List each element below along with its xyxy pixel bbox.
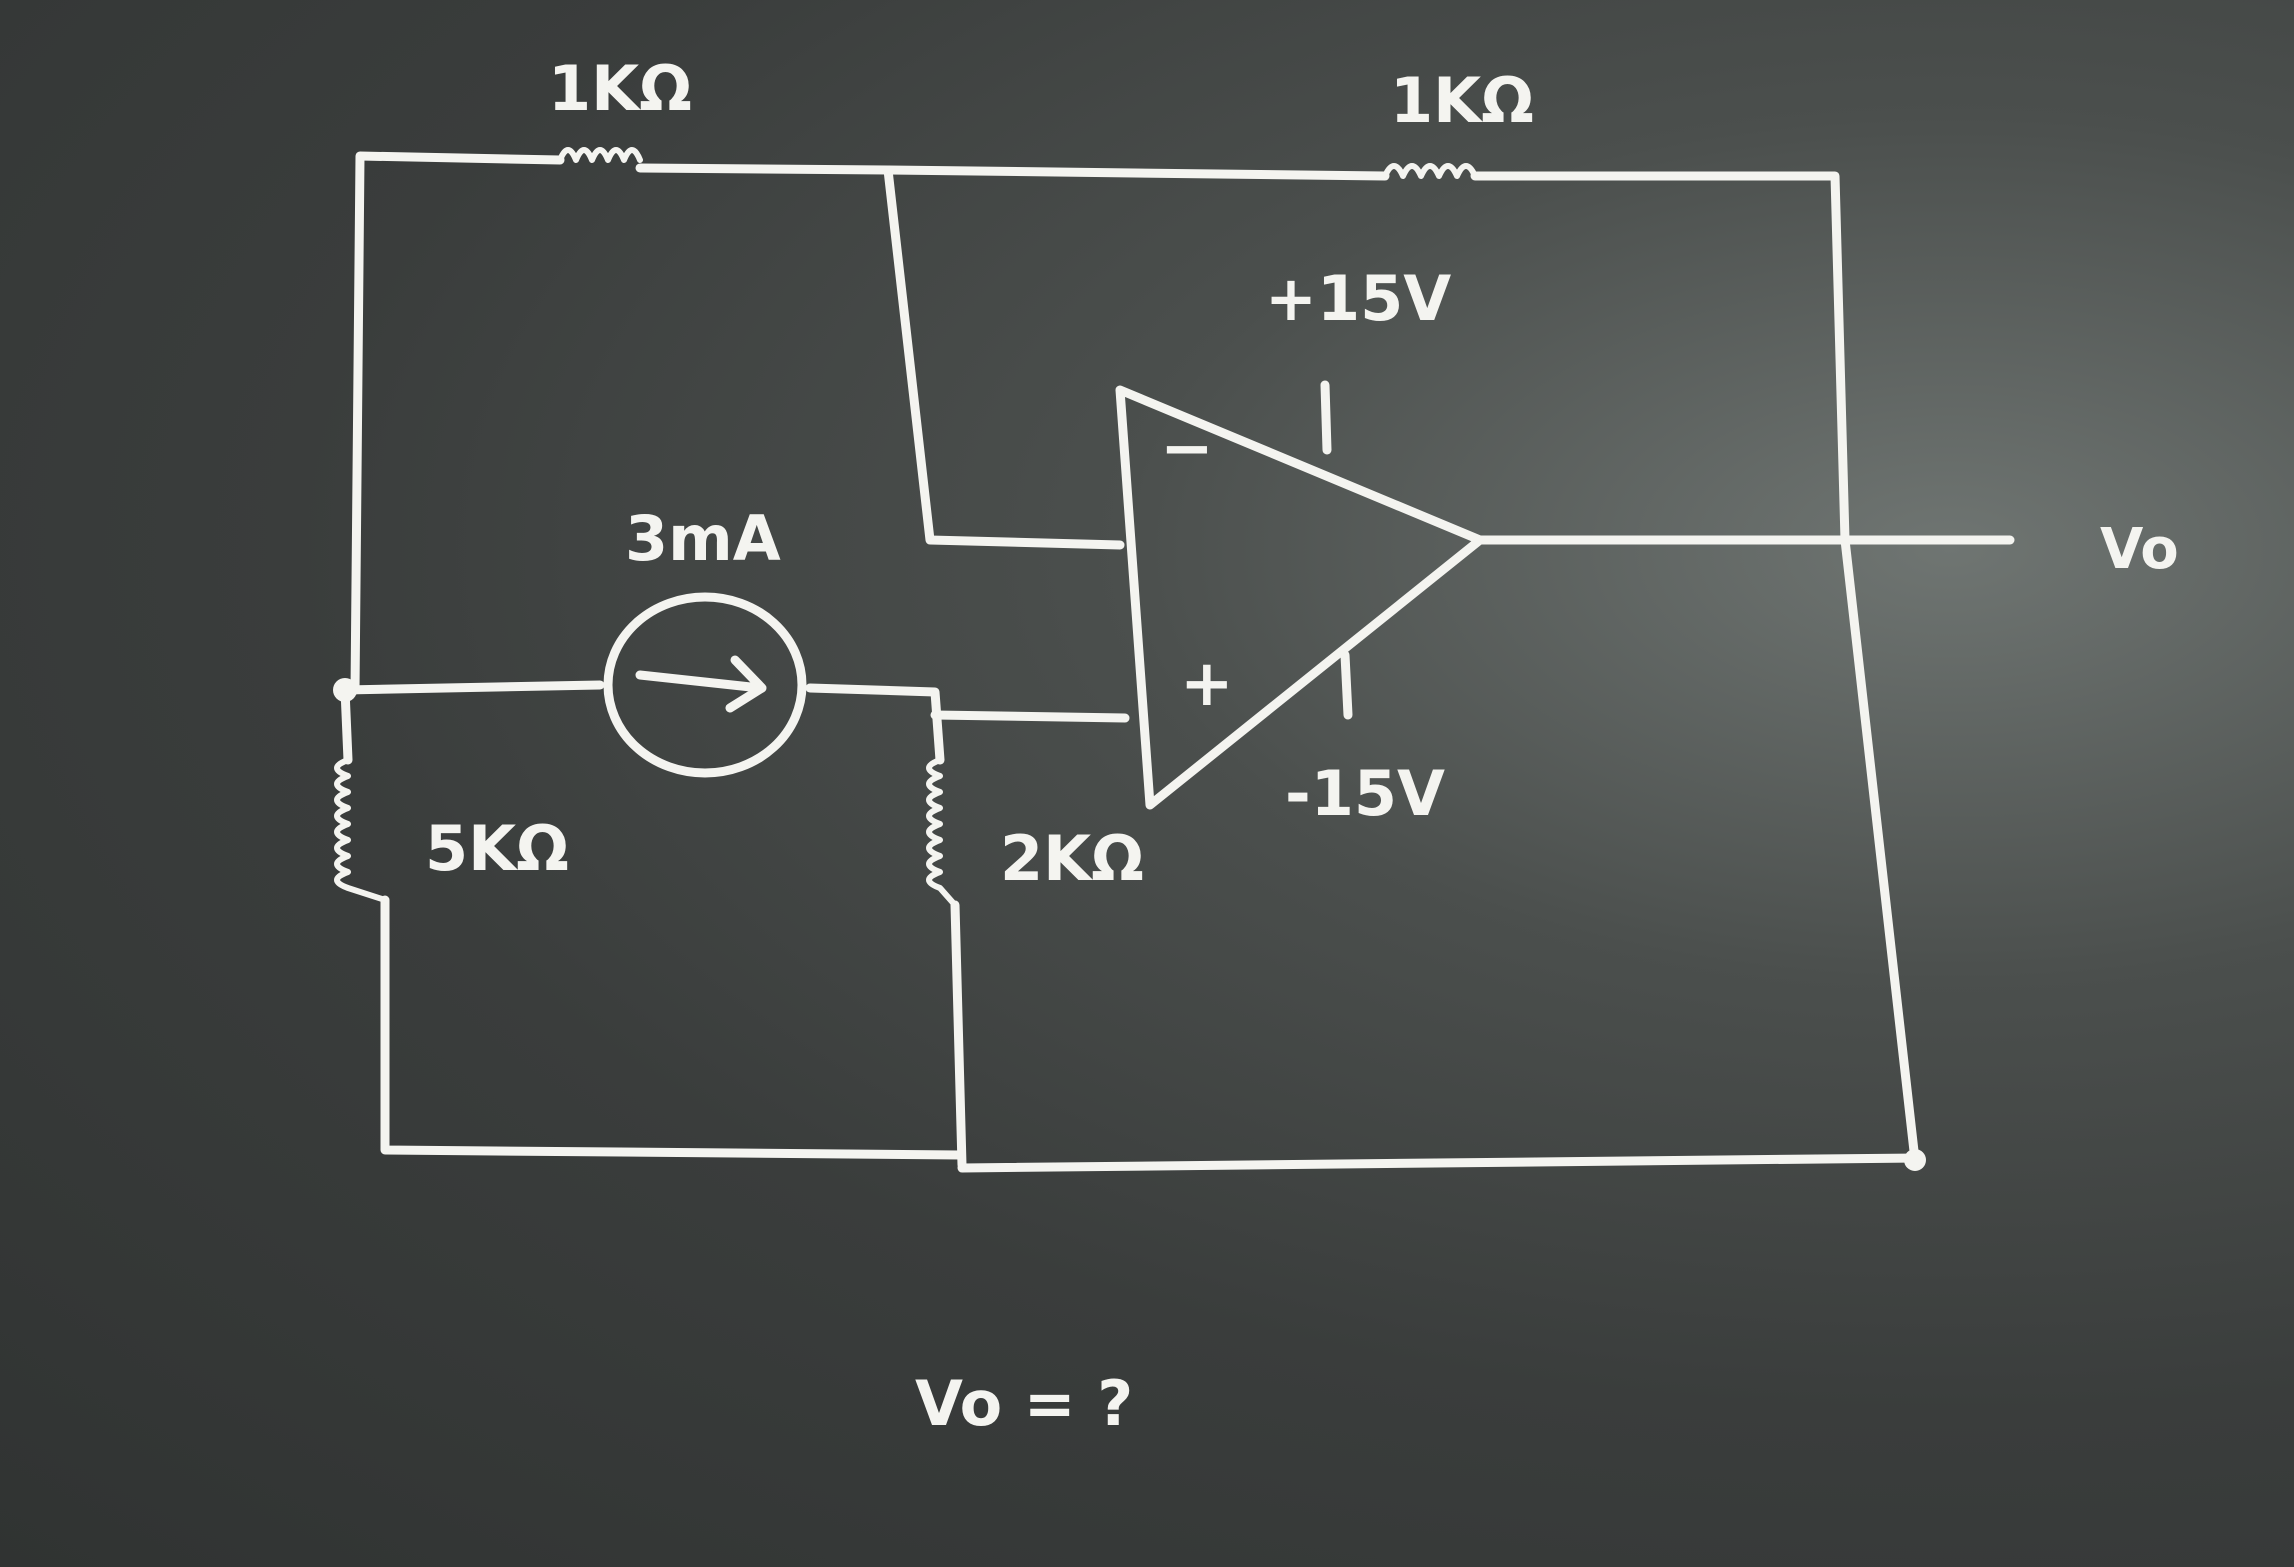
resistor-5k xyxy=(334,757,388,903)
current-source xyxy=(603,592,807,778)
supply-neg-stub xyxy=(1340,650,1353,720)
label-opamp-noninverting: + xyxy=(1180,647,1234,721)
label-supply-neg: -15V xyxy=(1285,757,1445,830)
wire-right-rail xyxy=(1840,535,1920,1165)
wire-top-right xyxy=(883,165,1390,181)
label-output: Vo xyxy=(2100,517,2179,582)
wire-source-to-node xyxy=(805,683,945,765)
label-r-left: 5KΩ xyxy=(425,812,569,885)
resistor-2k xyxy=(926,757,958,908)
wire-node-to-noninv xyxy=(930,710,1130,723)
label-r-top-left: 1KΩ xyxy=(548,52,692,125)
opamp-triangle xyxy=(1115,385,1485,810)
label-current-source: 3mA xyxy=(625,502,781,575)
resistor-1k-top-right xyxy=(1382,163,1478,179)
junction-bottom-right xyxy=(1904,1149,1926,1171)
resistor-1k-top-left xyxy=(557,147,643,163)
label-r-top-right: 1KΩ xyxy=(1390,64,1534,137)
label-r-middle: 2KΩ xyxy=(1000,822,1144,895)
label-opamp-inverting: − xyxy=(1160,412,1214,486)
wire-left-bottom xyxy=(380,895,965,1160)
wire-top-right-out xyxy=(1470,171,1850,545)
wires xyxy=(340,151,2015,1173)
current-source-circle xyxy=(603,592,807,778)
wire-top-left xyxy=(350,151,565,695)
wire-top-left-to-node xyxy=(635,163,893,175)
supply-pos-stub xyxy=(1320,380,1332,455)
label-supply-pos: +15V xyxy=(1265,262,1451,335)
wire-bottom xyxy=(957,1153,1920,1173)
wire-left-to-source xyxy=(340,680,605,695)
wire-inverting-feedback xyxy=(883,165,1125,550)
label-question: Vo = ? xyxy=(915,1367,1133,1440)
junction-left xyxy=(333,678,357,702)
current-arrow-icon xyxy=(635,655,767,713)
wire-middle-lower xyxy=(950,900,967,1170)
